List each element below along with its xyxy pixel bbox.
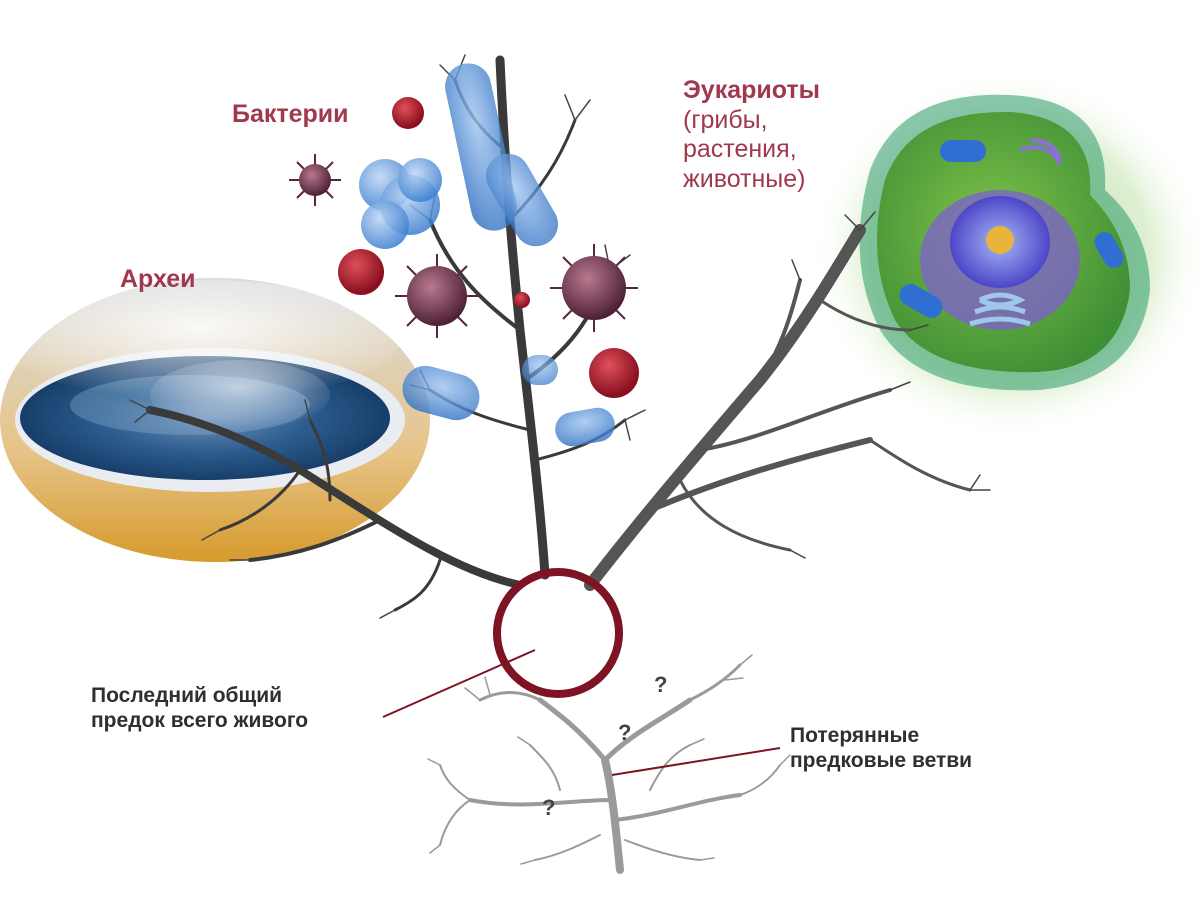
eukaryotic-cell-image	[810, 70, 1200, 440]
unknown-branch-mark-1: ?	[654, 672, 668, 697]
eukaryotes-sub-line-2: растения,	[683, 135, 797, 163]
eukaryotes-label-block: Эукариоты (грибы, растения, животные)	[683, 76, 820, 194]
bacteria-microbes-image	[289, 63, 639, 447]
eukaryotes-sub-line-3: животные)	[683, 164, 806, 193]
luca-annotation-line-1: Последний общий	[91, 684, 283, 707]
eukaryotes-sub-line-1: (грибы,	[683, 105, 768, 134]
unknown-branch-mark-2: ?	[618, 720, 632, 745]
unknown-branch-mark-3: ?	[542, 795, 556, 820]
luca-ring	[493, 568, 623, 698]
bacteria-label: Бактерии	[232, 100, 349, 128]
archaea-hot-spring-image	[0, 278, 430, 562]
lost-branches-annotation: Потерянные предковые ветви	[790, 724, 972, 774]
lost-branches-annotation-line-1: Потерянные	[790, 724, 920, 747]
lost-branches-pointer-line	[611, 747, 781, 776]
luca-annotation: Последний общий предок всего живого	[91, 684, 308, 734]
lost-branches-annotation-line-2: предковые ветви	[790, 748, 973, 772]
archaea-label: Археи	[120, 265, 196, 293]
luca-pointer-line	[382, 649, 536, 718]
lost-ancestral-branches	[427, 654, 791, 874]
luca-annotation-line-2: предок всего живого	[91, 708, 309, 732]
eukaryotes-label: Эукариоты	[683, 76, 820, 104]
